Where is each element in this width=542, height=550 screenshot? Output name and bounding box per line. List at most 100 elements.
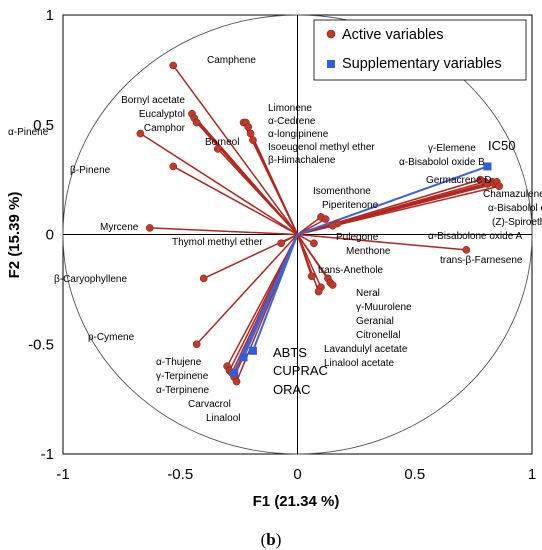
vector-himachalene xyxy=(252,139,299,235)
label-limonene: Limonene xyxy=(268,103,312,114)
point-myrcene xyxy=(145,224,154,232)
x-axis-title: F1 (21.34 %) xyxy=(253,493,340,510)
x-tick-label: 0 xyxy=(293,466,301,483)
label-bisabolol-oxide-b: α-Bisabolol oxide B xyxy=(399,157,485,168)
supplementary-points xyxy=(230,162,492,377)
legend-active-marker xyxy=(326,29,336,39)
x-tick-label: 1 xyxy=(528,466,536,483)
y-tick-labels: -1 -0.5 0 0.5 1 xyxy=(28,7,54,463)
label-trans-farnesene: trans-β-Farnesene xyxy=(440,255,523,266)
label-muurolene: γ-Muurolene xyxy=(356,302,412,313)
point-longipinene xyxy=(244,123,253,131)
label-terpinene: γ-Terpinene xyxy=(156,371,209,382)
legend-active-label: Active variables xyxy=(342,27,444,43)
x-tick-label: -0.5 xyxy=(167,466,193,483)
label-menthone: Menthone xyxy=(346,246,391,257)
vector-pinene xyxy=(139,132,298,236)
label-pulegone: Pulegone xyxy=(336,232,379,243)
x-tick-label: -1 xyxy=(56,466,69,483)
label-cuprac: CUPRAC xyxy=(273,363,328,378)
legend: Active variables Supplementary variables xyxy=(313,19,527,81)
vector-myrcene xyxy=(149,227,298,236)
label-bisabolone-oxide-a: α-Bisabolone oxide A xyxy=(428,231,523,242)
point-piperitenone xyxy=(321,215,330,223)
vector-trans-farnesene xyxy=(297,233,467,251)
point-orac xyxy=(230,368,239,377)
y-tick-label: 0 xyxy=(46,227,54,244)
point-thymol-methyl-ether xyxy=(277,239,285,248)
label-isoeugenol-methyl-ether: Isoeugenol methyl ether xyxy=(268,142,375,153)
label-orac: ORAC xyxy=(273,382,311,397)
vector-camphene xyxy=(172,65,299,235)
point-cuprac xyxy=(239,353,248,362)
point-himachalene xyxy=(249,136,257,144)
y-tick-label: 1 xyxy=(46,7,54,24)
label-lavandulyl-acetate: Lavandulyl acetate xyxy=(324,344,408,355)
label-abts: ABTS xyxy=(273,345,307,360)
point-p-cymene xyxy=(192,340,201,349)
label-linalool-acetate: Linalool acetate xyxy=(324,358,394,369)
point-caryophyllene xyxy=(199,274,208,283)
point-borneol xyxy=(213,145,222,153)
point-ic50 xyxy=(483,162,492,171)
label-germacrene-d: Germacrene D xyxy=(426,175,492,186)
point-camphene xyxy=(169,61,178,70)
vector-linalool-acetate xyxy=(296,234,320,292)
label-camphene: Camphene xyxy=(207,55,256,66)
active-points xyxy=(136,61,504,386)
legend-supplementary-marker xyxy=(327,60,335,68)
point-linalool-acetate xyxy=(314,287,323,296)
label-thujene: α-Thujene xyxy=(156,357,202,368)
label-elemene: γ-Elemene xyxy=(428,143,476,154)
label-camphor: Camphor xyxy=(144,123,186,134)
vector-pinene xyxy=(172,165,298,236)
x-tick-label: 0.5 xyxy=(404,466,425,483)
supplementary-vectors xyxy=(233,165,488,374)
point-trans-farnesene xyxy=(462,246,471,254)
point-camphor xyxy=(192,118,201,127)
y-axis-title: F2 (15.39 %) xyxy=(6,192,23,279)
label-eucalyptol: Eucalyptol xyxy=(139,109,185,120)
label-bisabolol-oxide-a: α-Bisabolol oxide A xyxy=(488,203,542,214)
label-bornyl-acetate: Bornyl acetate xyxy=(121,95,185,106)
y-tick-label: -1 xyxy=(41,446,54,463)
label-terpinene: α-Terpinene xyxy=(156,385,209,396)
point-isoeugenol-methyl-ether xyxy=(246,129,255,138)
point-neral xyxy=(307,272,316,281)
y-tick-label: -0.5 xyxy=(28,336,54,353)
label-ic50: IC50 xyxy=(488,138,515,153)
label-cedrene: α-Cedrene xyxy=(268,116,316,127)
point-linalool xyxy=(232,377,241,386)
label-thymol-methyl-ether: Thymol methyl ether xyxy=(172,237,263,248)
label-chamazulene: Chamazulene xyxy=(483,189,542,200)
point-pinene xyxy=(169,162,178,171)
point-pinene xyxy=(136,129,145,138)
vector-ic50 xyxy=(297,165,488,236)
label-z-spiroether: (Z)-Spiroether xyxy=(492,217,542,228)
panel-label: (b) xyxy=(261,530,282,549)
point-bisabolone-oxide-a xyxy=(495,182,504,191)
label-neral: Neral xyxy=(356,288,380,299)
label-pinene: β-Pinene xyxy=(70,165,111,176)
y-tick-label: 0.5 xyxy=(33,117,54,134)
label-linalool: Linalool xyxy=(206,413,240,424)
label-pinene: α-Pinene xyxy=(8,127,49,138)
label-geranial: Geranial xyxy=(356,316,394,327)
point-menthone xyxy=(328,221,337,230)
label-longipinene: α-longipinene xyxy=(268,129,329,140)
label-piperitenone: Piperitenone xyxy=(322,200,379,211)
label-isomenthone: Isomenthone xyxy=(313,186,371,197)
label-borneol: Borneol xyxy=(205,137,239,148)
vector-p-cymene xyxy=(196,233,299,345)
label-myrcene: Myrcene xyxy=(100,222,139,233)
label-trans-anethole: trans-Anethole xyxy=(318,265,383,276)
x-tick-labels: -1 -0.5 0 0.5 1 xyxy=(56,466,536,483)
vector-orac xyxy=(233,234,299,374)
legend-supplementary-label: Supplementary variables xyxy=(342,56,502,72)
legend-box xyxy=(313,19,527,81)
point-abts xyxy=(248,346,257,355)
label-caryophyllene: β-Caryophyllene xyxy=(54,274,127,285)
label-himachalene: β-Himachalene xyxy=(268,155,336,166)
